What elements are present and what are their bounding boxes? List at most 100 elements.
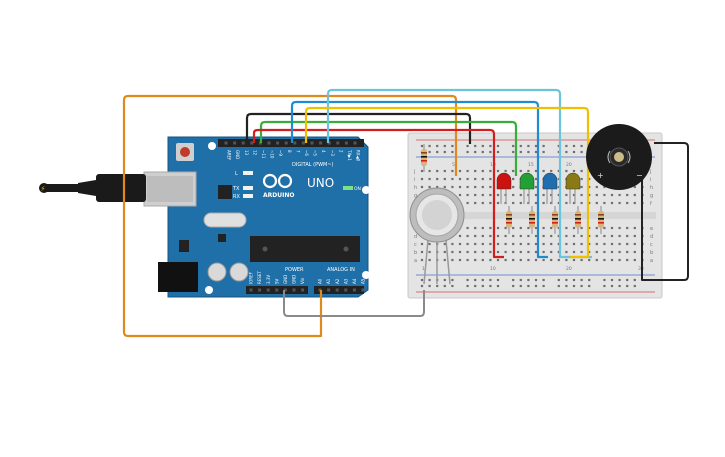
breadboard-hole	[588, 250, 591, 254]
breadboard-hole	[603, 242, 606, 246]
capacitor-1	[207, 262, 227, 282]
resistor-sensor[interactable]	[421, 144, 427, 172]
wire-gray[interactable]	[283, 290, 425, 317]
breadboard-hole	[595, 226, 598, 230]
breadboard-hole	[588, 177, 591, 181]
led-blue[interactable]	[542, 172, 558, 204]
usb-plug	[96, 174, 146, 202]
power-pin-hole	[301, 288, 305, 292]
logo-minus-icon	[262, 173, 278, 189]
breadboard-hole	[572, 169, 576, 173]
gas-sensor[interactable]	[409, 187, 465, 285]
breadboard-hole	[428, 258, 431, 262]
analog-label: ANALOG IN	[327, 267, 355, 273]
row-letter-c: c	[414, 242, 417, 248]
breadboard-hole	[458, 193, 462, 197]
rail-hole	[420, 284, 424, 288]
breadboard-hole	[474, 258, 477, 262]
breadboard-hole	[466, 250, 469, 254]
wire-black-buzzer[interactable]	[641, 142, 689, 281]
breadboard-hole	[550, 258, 553, 262]
breadboard-hole	[610, 258, 614, 262]
rail-hole	[436, 144, 439, 148]
breadboard-hole	[481, 177, 484, 181]
breadboard-hole	[572, 193, 576, 197]
rail-hole	[451, 284, 454, 288]
resistor-2[interactable]	[529, 206, 535, 234]
breadboard-hole	[527, 169, 530, 173]
breadboard-hole	[519, 193, 522, 197]
led-green[interactable]	[519, 172, 535, 204]
arduino-brand-label: ARDUINO	[263, 192, 294, 199]
wire-green[interactable]	[259, 120, 518, 176]
breadboard-hole	[481, 226, 484, 230]
rail-hole	[519, 150, 522, 154]
resistor-1[interactable]	[506, 206, 512, 234]
mounting-hole-bottom	[205, 286, 213, 294]
row-letter-d: d	[414, 234, 417, 240]
digital-pin-hole	[353, 141, 357, 145]
rail-hole	[580, 150, 583, 154]
led-yellow[interactable]	[565, 172, 581, 204]
wire-black[interactable]	[245, 112, 472, 144]
breadboard-hole	[633, 258, 636, 262]
breadboard-hole	[481, 169, 484, 173]
led-red[interactable]	[496, 172, 512, 204]
breadboard-hole	[618, 250, 621, 254]
breadboard-hole	[572, 242, 576, 246]
rail-hole	[428, 144, 431, 148]
rail-hole	[443, 278, 446, 282]
breadboard-hole	[534, 193, 538, 197]
wire-red[interactable]	[252, 128, 504, 259]
analog-pin-hole	[344, 288, 348, 292]
col-number-20-bottom: 20	[566, 266, 572, 272]
resistor-3[interactable]	[552, 206, 558, 234]
wire-light-blue[interactable]	[326, 88, 592, 259]
breadboard-hole	[420, 258, 424, 262]
usb-cable[interactable]: ⚡	[39, 174, 146, 202]
leds	[496, 172, 581, 204]
row-letter-h-right: h	[650, 185, 653, 191]
breadboard-hole	[572, 201, 576, 205]
breadboard-hole	[428, 177, 431, 181]
gas-sensor-leg-1	[423, 239, 429, 285]
breadboard-hole	[512, 177, 515, 181]
breadboard-hole	[572, 250, 576, 254]
rail-hole	[443, 150, 446, 154]
analog-pin-hole	[335, 288, 339, 292]
analog-pin-hole	[352, 288, 356, 292]
digital-label: DIGITAL (PWM~)	[292, 162, 334, 168]
digital-pin-label: 12	[252, 150, 257, 156]
rail-hole	[466, 144, 469, 148]
breadboard-hole	[436, 169, 439, 173]
digital-pin-hole	[344, 141, 348, 145]
breadboard-hole	[512, 201, 515, 205]
power-pin-hole	[292, 288, 296, 292]
breadboard-hole	[512, 185, 515, 189]
breadboard-hole	[588, 242, 591, 246]
breadboard-hole	[436, 185, 439, 189]
analog-pin-label: A4	[352, 278, 357, 284]
breadboard-hole	[618, 258, 621, 262]
breadboard-hole	[542, 169, 545, 173]
piezo-buzzer[interactable]: + −	[586, 124, 652, 190]
rail-hole	[633, 284, 636, 288]
reset-button-cap[interactable]	[180, 147, 190, 157]
breadboard-hole	[527, 242, 530, 246]
resistor-5[interactable]	[598, 206, 604, 234]
breadboard-hole	[595, 201, 598, 205]
wire-yellow[interactable]	[304, 106, 590, 259]
breadboard-hole	[519, 201, 522, 205]
breadboard-hole	[565, 169, 568, 173]
wire-blue[interactable]	[290, 100, 548, 259]
breadboard-hole	[557, 201, 560, 205]
breadboard-hole	[481, 242, 484, 246]
wire-orange[interactable]	[122, 94, 458, 338]
breadboard-hole	[580, 169, 583, 173]
breadboard-hole	[557, 226, 560, 230]
rail-hole	[610, 284, 614, 288]
resistor-4[interactable]	[575, 206, 581, 234]
breadboard-hole	[519, 226, 522, 230]
